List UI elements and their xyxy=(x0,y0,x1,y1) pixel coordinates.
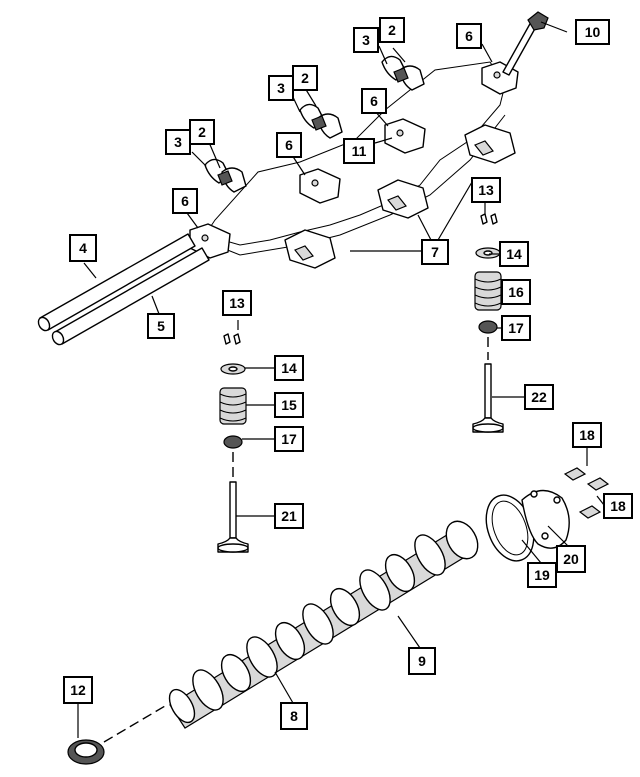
callout-6: 6 xyxy=(276,132,302,158)
rocker-arm-pair-left xyxy=(204,158,247,193)
exhaust-valve-spring xyxy=(474,271,502,311)
callout-6: 6 xyxy=(361,88,387,114)
svg-text:2: 2 xyxy=(198,124,206,140)
callout-3: 3 xyxy=(268,75,294,101)
callout-12: 12 xyxy=(63,676,93,704)
svg-text:6: 6 xyxy=(370,93,378,109)
svg-text:14: 14 xyxy=(281,360,297,376)
svg-text:2: 2 xyxy=(388,22,396,38)
svg-text:18: 18 xyxy=(579,427,595,443)
svg-text:11: 11 xyxy=(352,143,367,159)
svg-text:17: 17 xyxy=(508,320,524,336)
callout-7: 7 xyxy=(421,239,449,265)
svg-text:21: 21 xyxy=(281,508,297,524)
callout-2: 2 xyxy=(379,17,405,43)
callout-11: 11 xyxy=(343,138,375,164)
svg-text:3: 3 xyxy=(277,80,285,96)
callout-13: 13 xyxy=(222,290,252,316)
svg-text:13: 13 xyxy=(478,182,494,198)
bolt xyxy=(502,11,549,76)
intake-valve-stack xyxy=(217,333,249,553)
svg-text:3: 3 xyxy=(362,32,370,48)
camshaft xyxy=(168,520,479,729)
callout-5: 5 xyxy=(147,313,175,339)
callout-21: 21 xyxy=(274,503,304,529)
callout-9: 9 xyxy=(408,647,436,675)
svg-text:2: 2 xyxy=(301,70,309,86)
rocker-arm-lower xyxy=(284,124,516,269)
callout-19: 19 xyxy=(527,562,557,588)
callout-20: 20 xyxy=(556,545,586,573)
svg-text:15: 15 xyxy=(281,397,297,413)
callout-3: 3 xyxy=(353,27,379,53)
svg-text:13: 13 xyxy=(229,295,245,311)
callout-8: 8 xyxy=(280,702,308,730)
leader-lines xyxy=(77,21,605,738)
svg-text:10: 10 xyxy=(585,24,601,40)
callout-2: 2 xyxy=(189,119,215,145)
callout-2: 2 xyxy=(292,65,318,91)
push-rods xyxy=(37,233,210,346)
svg-text:8: 8 xyxy=(290,708,298,724)
callout-15: 15 xyxy=(274,392,304,418)
callout-13: 13 xyxy=(471,177,501,203)
cam-lobes xyxy=(168,534,446,724)
callout-14: 14 xyxy=(499,241,529,267)
svg-text:5: 5 xyxy=(157,318,165,334)
callout-18: 18 xyxy=(603,493,633,519)
svg-text:17: 17 xyxy=(281,431,297,447)
svg-text:6: 6 xyxy=(181,193,189,209)
svg-text:18: 18 xyxy=(610,498,626,514)
plate-bolts xyxy=(563,467,610,519)
thrust-plate-assembly xyxy=(485,467,610,562)
intake-valve-spring xyxy=(219,387,247,425)
callout-4: 4 xyxy=(69,234,97,262)
callout-10: 10 xyxy=(575,19,610,45)
callout-18: 18 xyxy=(572,422,602,448)
callout-14: 14 xyxy=(274,355,304,381)
callout-3: 3 xyxy=(165,129,191,155)
svg-text:3: 3 xyxy=(174,134,182,150)
svg-text:20: 20 xyxy=(563,551,579,567)
rocker-arm-pair-middle xyxy=(299,103,343,139)
callout-17: 17 xyxy=(274,426,304,452)
pedestal-bracket-3 xyxy=(384,118,426,154)
pedestal-bracket-2 xyxy=(299,168,341,204)
svg-text:6: 6 xyxy=(285,137,293,153)
svg-text:22: 22 xyxy=(531,389,547,405)
svg-text:14: 14 xyxy=(506,246,522,262)
callout-6: 6 xyxy=(456,23,482,49)
svg-text:7: 7 xyxy=(431,244,439,260)
callout-16: 16 xyxy=(501,279,531,305)
svg-text:6: 6 xyxy=(465,28,473,44)
svg-text:9: 9 xyxy=(418,653,426,669)
svg-text:12: 12 xyxy=(70,682,86,698)
camshaft-seal xyxy=(67,705,166,765)
callout-17: 17 xyxy=(501,315,531,341)
callout-22: 22 xyxy=(524,384,554,410)
svg-text:19: 19 xyxy=(534,567,550,583)
callout-6: 6 xyxy=(172,188,198,214)
exhaust-valve-stack xyxy=(472,213,504,433)
rocker-arm-pair-right xyxy=(381,55,425,91)
svg-text:16: 16 xyxy=(508,284,524,300)
svg-text:4: 4 xyxy=(79,240,87,256)
